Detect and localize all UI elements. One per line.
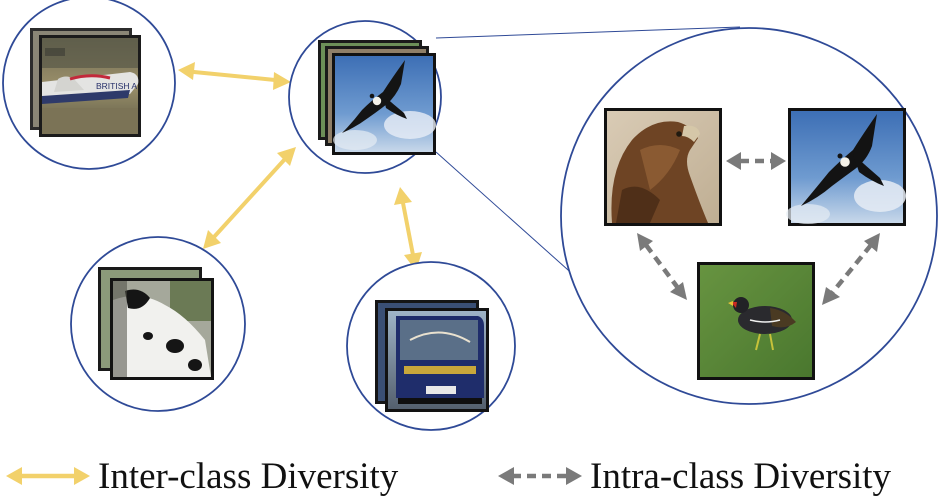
inter-arrow-plane-bird <box>178 62 291 90</box>
intra-class-arrow-icon <box>498 467 582 485</box>
inter-arrow-bird-bus <box>394 187 422 271</box>
inter-class-label: Inter-class Diversity <box>98 455 399 497</box>
intra-arrow-eagle-frigatebird <box>726 152 786 170</box>
inter-arrow-bird-cow <box>203 147 296 249</box>
intra-class-arrows <box>637 152 880 305</box>
legend-intra-class: Intra-class Diversity <box>498 452 891 500</box>
intra-class-label: Intra-class Diversity <box>590 455 892 497</box>
airplane-image: BRITISH A <box>42 38 139 134</box>
intra-class-zoom-group <box>560 27 938 405</box>
diversity-diagram: BRITISH A <box>2 0 938 431</box>
legend-inter-class: Inter-class Diversity <box>6 452 398 500</box>
frigatebird-image-large <box>786 111 906 224</box>
inter-class-arrows <box>178 62 422 271</box>
bus-class-group <box>346 261 516 431</box>
cow-image <box>113 281 211 377</box>
bird-class-group <box>288 20 442 174</box>
moorhen-image <box>700 265 812 377</box>
bus-image <box>388 311 486 409</box>
intra-arrow-frigatebird-moorhen <box>822 233 880 305</box>
intra-arrow-eagle-moorhen <box>637 233 687 300</box>
eagle-image <box>607 111 719 223</box>
frigatebird-image-small <box>333 56 436 152</box>
airplane-livery-text: BRITISH A <box>96 81 137 91</box>
inter-class-arrow-icon <box>6 467 90 485</box>
airplane-class-group: BRITISH A <box>2 0 176 170</box>
cow-class-group <box>70 236 246 412</box>
zoom-line-top <box>435 26 741 39</box>
